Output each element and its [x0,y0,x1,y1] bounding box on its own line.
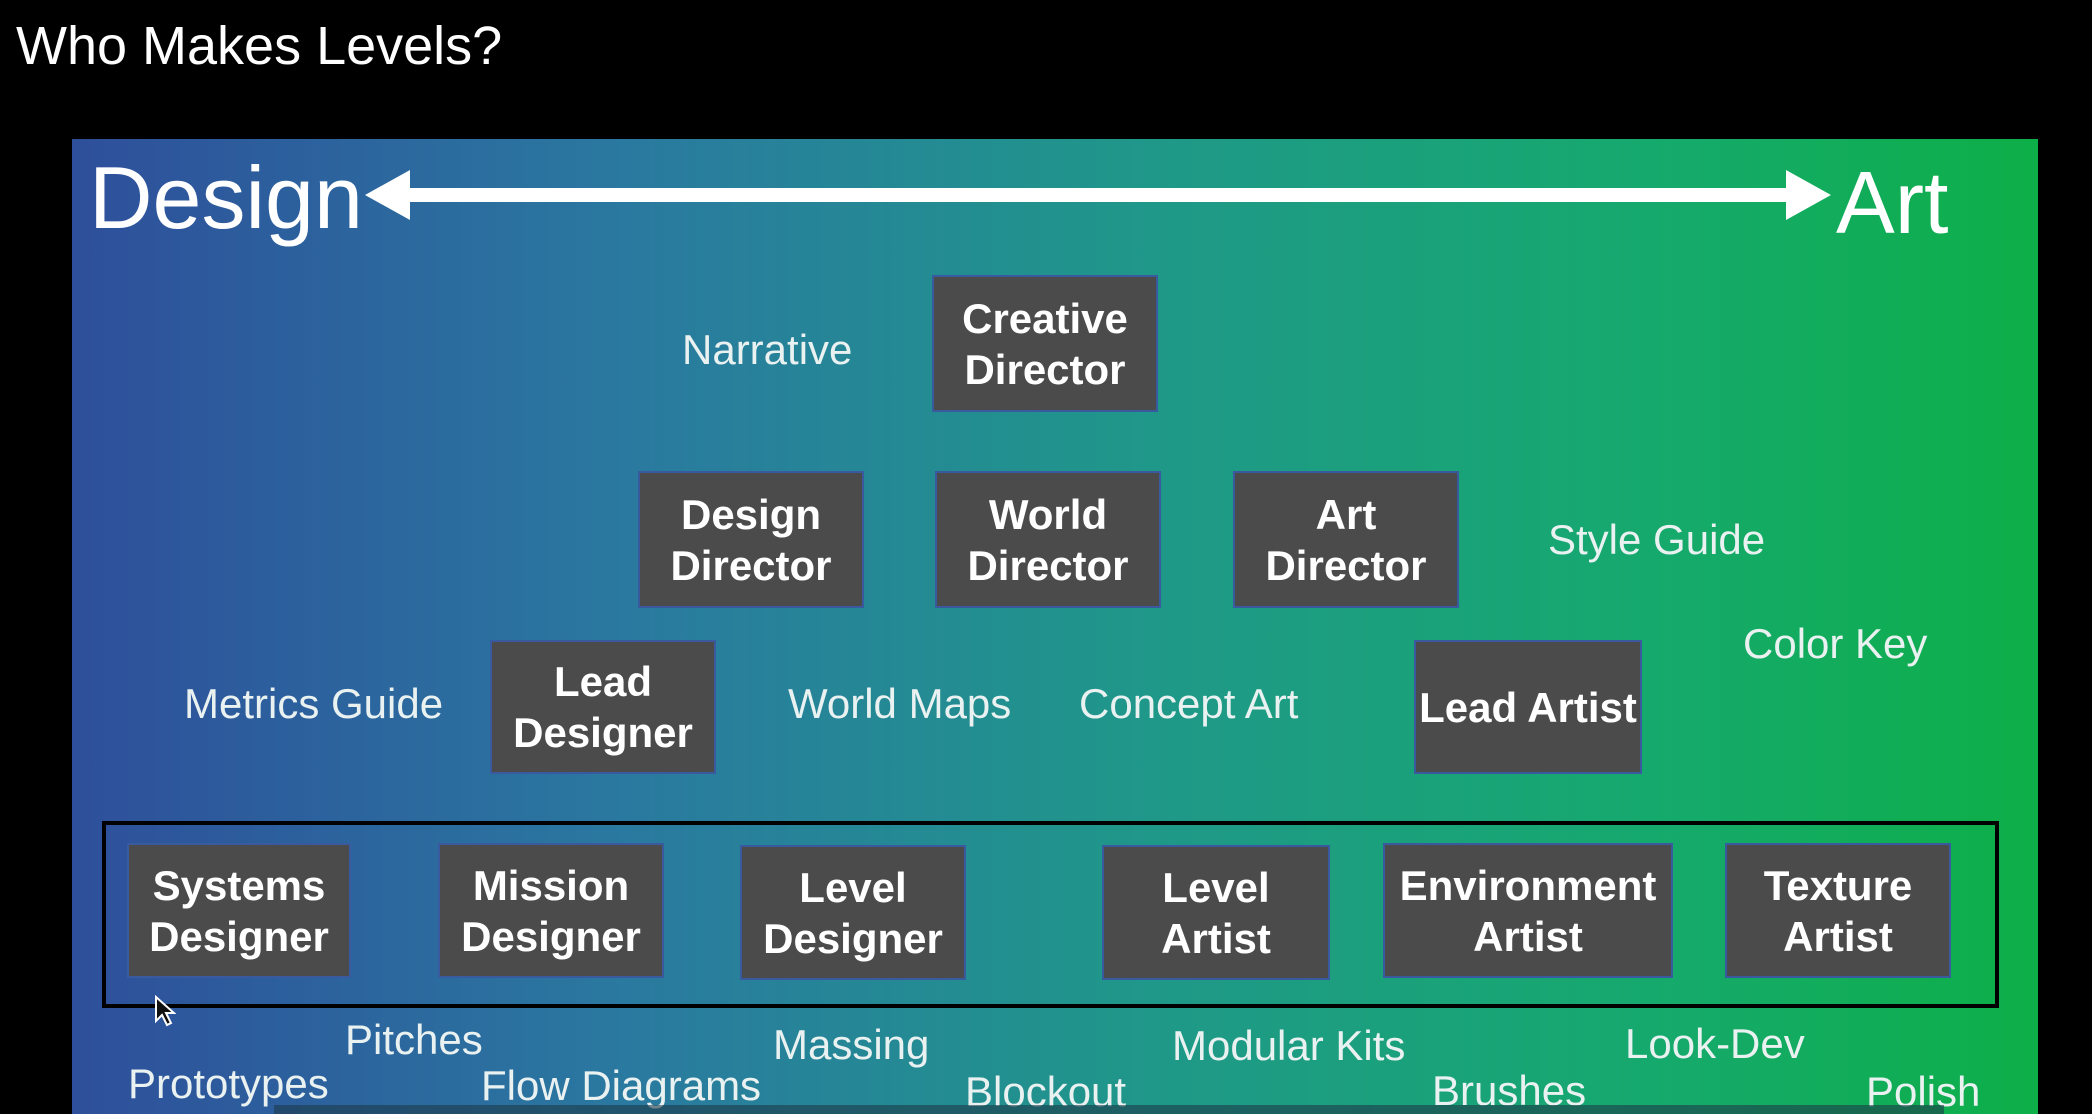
artifact-flow-diagrams: Flow Diagrams [481,1062,762,1109]
role-texture-artist: Texture Artist [1725,843,1951,978]
role-level-artist: Level Artist [1102,845,1330,980]
artifact-narrative: Narrative [682,326,853,373]
artifact-modular-kits: Modular Kits [1172,1022,1406,1069]
level-team-group-frame [102,821,1999,1008]
role-lead-designer: Lead Designer [490,640,716,774]
design-label: Design [89,148,363,247]
artifact-concept-art: Concept Art [1079,680,1299,727]
role-mission-designer: Mission Designer [438,843,664,978]
artifact-metrics-guide: Metrics Guide [184,680,444,727]
art-label: Art [1836,153,1949,252]
artifact-prototypes: Prototypes [128,1060,329,1107]
role-design-director: Design Director [638,471,864,608]
video-progress-bar[interactable] [274,1105,1944,1114]
artifact-world-maps: World Maps [788,680,1012,727]
page-title: Who Makes Levels? [16,16,503,76]
artifact-pitches: Pitches [345,1016,483,1063]
artifact-look-dev: Look-Dev [1625,1020,1805,1067]
role-lead-artist: Lead Artist [1414,640,1642,774]
role-level-designer: Level Designer [740,845,966,980]
artifact-color-key: Color Key [1743,620,1928,667]
artifact-style-guide: Style Guide [1548,516,1766,563]
mouse-cursor-icon [155,995,176,1027]
role-world-director: World Director [935,471,1161,608]
role-systems-designer: Systems Designer [127,843,351,978]
role-art-director: Art Director [1233,471,1459,608]
design-art-spectrum-diagram: Design Art Creative Director Design Dire… [72,139,2038,1114]
double-arrow-icon [365,170,1831,220]
artifact-massing: Massing [773,1021,930,1068]
role-creative-director: Creative Director [932,275,1158,412]
role-environment-artist: Environment Artist [1383,843,1673,978]
